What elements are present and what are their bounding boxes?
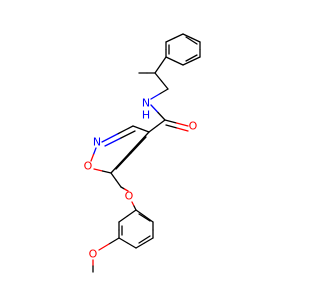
- methylene-bond: [115, 179, 122, 188]
- chain-to-amide-bond: [158, 88, 169, 95]
- amide-to-ring-bond: [148, 125, 158, 133]
- ether-to-aryl-bond: [133, 205, 137, 211]
- phenyl-ring-bond: [190, 37, 201, 43]
- methoxyphenyl-ring-bond: [135, 242, 146, 249]
- carbonyl-double-bond: [165, 124, 178, 129]
- methoxyphenyl-ring-bond: [135, 209, 146, 217]
- isoxazole-nitrogen-label: N: [93, 136, 101, 149]
- phenyl-ring-bond: [182, 60, 193, 66]
- isoxazole-double-bond: [115, 152, 132, 170]
- carbonyl-bond: [164, 119, 178, 124]
- carbonyl-bond: [175, 122, 189, 127]
- ether-oxygen-label: O: [125, 190, 134, 203]
- amide-hydrogen-label: H: [142, 109, 150, 122]
- methoxyphenyl-ring-bond: [126, 242, 137, 249]
- isoxazole-bond: [110, 151, 131, 174]
- isoxazole-n-o-bond: [90, 153, 95, 162]
- molecule-structure-diagram: N H O N O O O: [84, 33, 201, 273]
- isoxazole-c-n-bond: [116, 125, 134, 135]
- methoxy-oxygen-label: O: [89, 248, 98, 261]
- chain-bond: [154, 64, 162, 74]
- carbonyl-double-bond: [176, 127, 189, 132]
- isoxazole-n-o-bond: [92, 147, 97, 156]
- amide-to-ring-bond: [156, 119, 166, 127]
- phenyl-ring-bond: [173, 60, 184, 66]
- isoxazole-c-n-bond: [101, 133, 119, 143]
- phenyl-ring-bond: [165, 37, 176, 43]
- isoxazole-bond: [129, 131, 150, 154]
- methoxyphenyl-ring-double-bond: [138, 235, 151, 244]
- aryl-methoxy-bond: [108, 237, 120, 245]
- isoxazole-bond: [140, 128, 150, 133]
- phenyl-ring-bond: [182, 33, 193, 39]
- chain-bond: [154, 72, 163, 82]
- isoxazole-c-n-double-bond: [104, 137, 121, 147]
- phenyl-ring-bond: [190, 56, 201, 62]
- phenyl-ring-double-bond: [185, 54, 198, 62]
- amide-n-c-bond: [157, 111, 166, 121]
- isoxazole-c-n-double-bond: [119, 130, 136, 140]
- phenyl-ring-bond: [165, 56, 176, 62]
- methoxyphenyl-ring-bond: [143, 237, 154, 244]
- methoxyphenyl-ring-bond: [118, 237, 129, 244]
- amide-n-c-bond: [150, 104, 159, 114]
- isoxazole-oxygen-label: O: [84, 160, 93, 173]
- chain-to-amide-bond: [150, 93, 161, 100]
- isoxazole-o-c-bond: [93, 168, 104, 172]
- methylene-bond: [110, 172, 117, 181]
- amide-nitrogen-label: N: [142, 97, 150, 110]
- bond-layer: [90, 33, 201, 273]
- phenyl-ring-bond: [173, 33, 184, 39]
- isoxazole-bond: [132, 125, 142, 130]
- methoxyphenyl-ring-bond: [143, 215, 154, 223]
- chain-bond: [159, 56, 167, 66]
- methylene-ether-bond: [120, 186, 126, 190]
- methylene-ether-bond: [123, 188, 129, 192]
- ether-to-aryl-bond: [131, 201, 135, 207]
- chain-bond: [160, 80, 169, 90]
- methoxyphenyl-ring-bond: [118, 215, 129, 223]
- isoxazole-double-bond: [130, 136, 147, 154]
- methoxyphenyl-ring-bond: [126, 209, 137, 217]
- phenyl-ring-double-bond: [185, 36, 198, 45]
- isoxazole-o-c-bond: [101, 170, 112, 174]
- atom-label-layer: N H O N O O O: [84, 97, 198, 261]
- methoxyphenyl-ring-double-bond: [138, 213, 151, 222]
- aryl-methoxy-bond: [98, 243, 110, 251]
- carbonyl-oxygen-label: O: [189, 120, 198, 133]
